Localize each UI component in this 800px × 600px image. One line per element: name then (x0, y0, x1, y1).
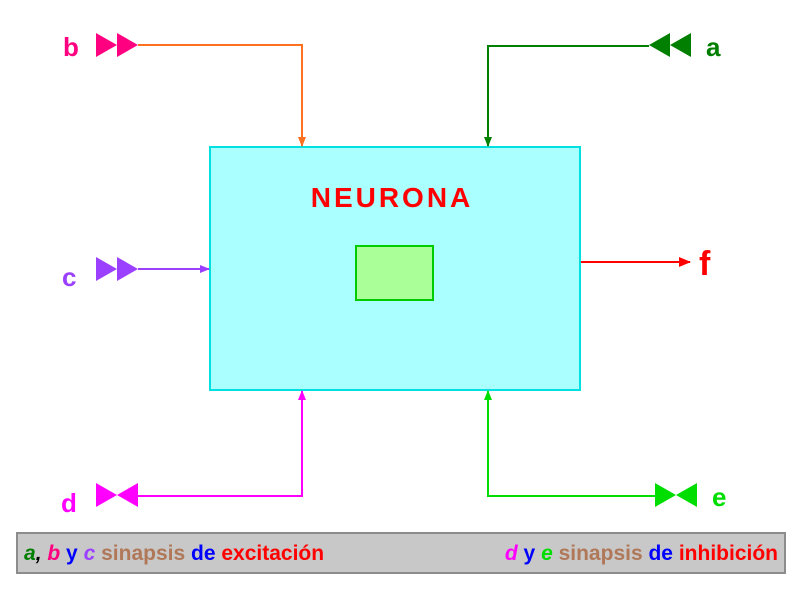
d-connection-line (138, 390, 306, 497)
legend-b: b (47, 542, 61, 565)
label-f: f (699, 245, 711, 283)
legend-inhibicion: inhibición (678, 542, 778, 565)
synapse-a: a (484, 32, 721, 147)
e-connection-line (484, 390, 655, 497)
legend-y-right: y (523, 542, 536, 565)
d-inhibition-marker (96, 483, 138, 507)
label-b: b (63, 32, 79, 62)
a-excitation-marker (649, 33, 691, 57)
e-inhibition-marker (655, 483, 697, 507)
label-d: d (61, 488, 77, 518)
nucleus (355, 245, 434, 301)
legend-a: a (24, 542, 36, 565)
neuron-title: NEURONA (311, 182, 474, 213)
label-c: c (62, 262, 76, 292)
synapse-c: c (62, 257, 210, 292)
legend-sinapsis-right: sinapsis (558, 542, 643, 565)
synapse-b: b (63, 32, 306, 147)
b-connection-line (138, 44, 306, 147)
a-connection-line (484, 45, 649, 147)
c-excitation-marker (96, 257, 138, 281)
label-e: e (712, 482, 726, 512)
legend-comma: , (35, 542, 42, 565)
legend-y-left: y (66, 542, 78, 565)
legend-excitacion: excitación (221, 542, 325, 565)
b-excitation-marker (96, 33, 138, 57)
legend-de-right: de (648, 542, 673, 565)
output-f: f (581, 245, 711, 283)
legend-de-left: de (191, 542, 216, 565)
label-a: a (706, 32, 721, 62)
legend-inhibition: d y e sinapsis de inhibición (505, 542, 778, 566)
legend-e: e (541, 542, 553, 565)
legend-sinapsis-left: sinapsis (101, 542, 186, 565)
synapse-e: e (484, 390, 726, 512)
legend-excitation: a, b y c sinapsis de excitación (24, 542, 324, 566)
synapse-d: d (61, 390, 306, 518)
legend-box: a, b y c sinapsis de excitación d y e si… (16, 532, 786, 574)
legend-c: c (83, 542, 96, 565)
legend-d: d (504, 542, 518, 565)
